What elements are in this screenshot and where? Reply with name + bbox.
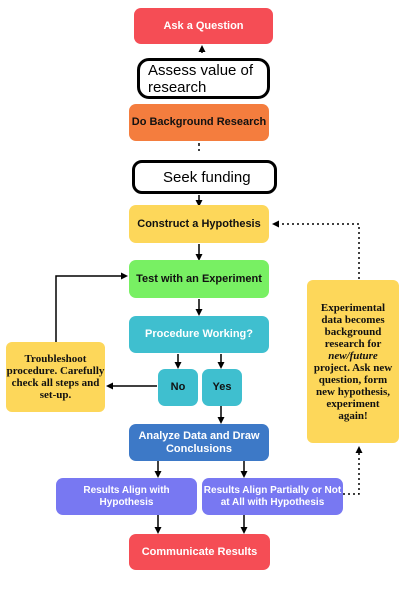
construct-hypothesis-label: Construct a Hypothesis bbox=[137, 217, 261, 230]
ask-question-box: Ask a Question bbox=[134, 8, 273, 44]
experimental-data-note-emphasis: new/future bbox=[328, 349, 378, 362]
seek-funding-label: Seek funding bbox=[163, 168, 251, 186]
results-partial-label: Results Align Partially or Not at All wi… bbox=[203, 484, 342, 508]
test-experiment-label: Test with an Experiment bbox=[136, 272, 262, 285]
experimental-data-note-text: Experimental data becomes background res… bbox=[312, 302, 394, 422]
ask-question-label: Ask a Question bbox=[163, 19, 244, 32]
arrow-note-to-hypothesis bbox=[272, 220, 360, 279]
background-research-label: Do Background Research bbox=[131, 116, 267, 128]
results-align-label: Results Align with Hypothesis bbox=[83, 484, 170, 508]
results-align-box: Results Align with Hypothesis bbox=[56, 478, 197, 515]
procedure-working-box: Procedure Working? bbox=[129, 316, 269, 353]
troubleshoot-note-text: Troubleshoot procedure. Carefully check … bbox=[6, 353, 105, 401]
no-box: No bbox=[158, 369, 198, 406]
seek-funding-box: Seek funding bbox=[132, 160, 277, 194]
experimental-data-note-part2: project. Ask new question, form new hypo… bbox=[313, 361, 393, 422]
results-partial-box: Results Align Partially or Not at All wi… bbox=[202, 478, 343, 515]
arrow-partial-to-note bbox=[343, 446, 363, 495]
troubleshoot-note: Troubleshoot procedure. Carefully check … bbox=[6, 342, 105, 412]
background-research-box: Do Background Research bbox=[129, 104, 269, 141]
test-experiment-box: Test with an Experiment bbox=[129, 260, 269, 298]
yes-label: Yes bbox=[212, 381, 232, 393]
experimental-data-note-part1: Experimental data becomes background res… bbox=[320, 301, 386, 350]
analyze-data-box: Analyze Data and Draw Conclusions bbox=[129, 424, 269, 461]
assess-value-box: Assess value of research bbox=[137, 58, 270, 99]
assess-value-label: Assess value of research bbox=[148, 61, 254, 96]
procedure-working-label: Procedure Working? bbox=[145, 328, 253, 340]
experimental-data-note: Experimental data becomes background res… bbox=[307, 280, 399, 443]
no-label: No bbox=[170, 381, 186, 393]
construct-hypothesis-box: Construct a Hypothesis bbox=[129, 205, 269, 243]
communicate-results-box: Communicate Results bbox=[129, 534, 270, 570]
analyze-data-label: Analyze Data and Draw Conclusions bbox=[138, 429, 260, 455]
arrow-troubleshoot-to-test bbox=[55, 272, 128, 342]
yes-box: Yes bbox=[202, 369, 242, 406]
communicate-results-label: Communicate Results bbox=[141, 545, 258, 558]
